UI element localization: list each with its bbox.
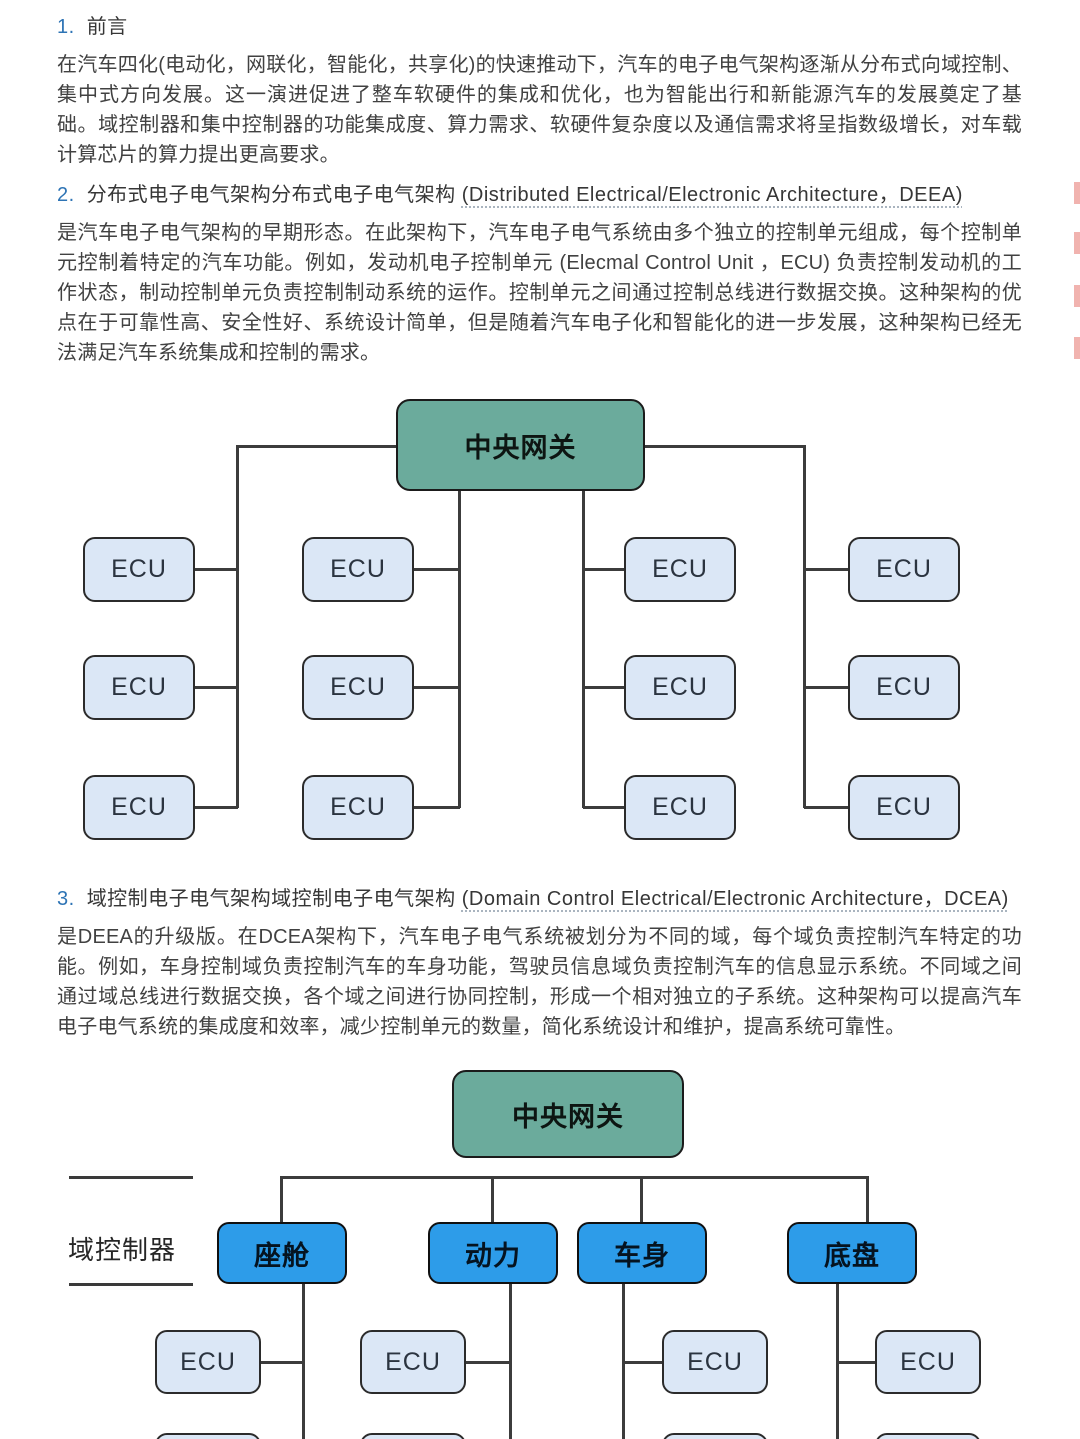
bus-line-column-2 (458, 489, 461, 808)
domain-controller-side-label: 域控制器 (68, 1235, 177, 1265)
side-label-rule-top (69, 1176, 193, 1179)
bus-line-power (509, 1283, 512, 1439)
ecu-box: ECU (624, 655, 736, 720)
section-2-title-en: (Distributed Electrical/Electronic Archi… (461, 184, 963, 206)
ecu-box: ECU (662, 1330, 768, 1394)
side-label-rule-bottom (69, 1283, 193, 1286)
ecu-box: ECU (624, 775, 736, 840)
connector-line (645, 445, 806, 448)
ecu-box: ECU (848, 655, 960, 720)
deea-topology-diagram: 中央网关 ECU ECU ECU ECU ECU ECU ECU ECU ECU… (0, 395, 1080, 860)
ecu-box: ECU (302, 655, 414, 720)
section-3-number: 3. (57, 888, 75, 910)
red-edge-mark (1074, 337, 1080, 359)
connector-line (280, 1176, 283, 1222)
section-1-number: 1. (57, 16, 75, 38)
connector-line (414, 568, 460, 571)
section-1-paragraph: 在汽车四化(电动化，网联化，智能化，共享化)的快速推动下，汽车的电子电气架构逐渐… (57, 54, 1022, 166)
section-1-heading: 1. 前言 (57, 0, 1022, 42)
ecu-box: ECU (155, 1330, 261, 1394)
ecu-box-partial (155, 1433, 261, 1439)
document-body-top: 1. 前言 在汽车四化(电动化，网联化，智能化，共享化)的快速推动下，汽车的电子电… (0, 0, 1080, 368)
connector-line (466, 1361, 509, 1364)
connector-line (414, 686, 460, 689)
domain-box-chassis: 底盘 (787, 1222, 917, 1284)
section-2-number: 2. (57, 184, 75, 206)
connector-line (583, 568, 624, 571)
ecu-box: ECU (83, 775, 195, 840)
connector-line (237, 445, 397, 448)
connector-line (804, 806, 848, 809)
connector-line (866, 1176, 869, 1222)
ecu-box: ECU (302, 775, 414, 840)
connector-line (414, 806, 460, 809)
section-3-title-cn: 域控制电子电气架构域控制电子电气架构 (86, 888, 456, 910)
connector-line (804, 568, 848, 571)
ecu-box: ECU (624, 537, 736, 602)
connector-line (491, 1176, 494, 1222)
connector-line (195, 806, 238, 809)
ecu-box: ECU (83, 537, 195, 602)
ecu-box: ECU (360, 1330, 466, 1394)
connector-line (624, 1361, 662, 1364)
bus-line-cockpit (302, 1283, 305, 1439)
dcea-topology-diagram: 域控制器 中央网关 座舱 动力 车身 底盘 ECU ECU ECU ECU (0, 1060, 1080, 1439)
ecu-box: ECU (848, 775, 960, 840)
section-2-title-cn: 分布式电子电气架构分布式电子电气架构 (86, 184, 456, 206)
section-3-heading: 3. 域控制电子电气架构域控制电子电气架构 (Domain Control Ele… (57, 884, 1022, 914)
bus-line-column-1 (236, 445, 239, 808)
section-2-paragraph: 是汽车电子电气架构的早期形态。在此架构下，汽车电子电气系统由多个独立的控制单元组… (57, 222, 1022, 364)
section-3-paragraph: 是DEEA的升级版。在DCEA架构下，汽车电子电气系统被划分为不同的域，每个域负… (57, 926, 1022, 1038)
domain-box-power: 动力 (428, 1222, 558, 1284)
ecu-box-partial (662, 1433, 768, 1439)
document-body-mid: 3. 域控制电子电气架构域控制电子电气架构 (Domain Control Ele… (0, 884, 1080, 1042)
red-edge-mark (1074, 232, 1080, 254)
bus-line-body (622, 1283, 625, 1439)
section-2-heading: 2. 分布式电子电气架构分布式电子电气架构 (Distributed Electr… (57, 180, 1022, 210)
ecu-box: ECU (83, 655, 195, 720)
domain-bus-line (280, 1176, 869, 1179)
central-gateway-box: 中央网关 (396, 399, 645, 491)
red-edge-mark (1074, 285, 1080, 307)
red-edge-mark (1074, 182, 1080, 204)
bus-line-chassis (836, 1283, 839, 1439)
domain-box-cockpit: 座舱 (217, 1222, 347, 1284)
connector-line (804, 686, 848, 689)
connector-line (261, 1361, 302, 1364)
ecu-box: ECU (875, 1330, 981, 1394)
domain-box-body: 车身 (577, 1222, 707, 1284)
connector-line (583, 806, 624, 809)
section-3-title-en: (Domain Control Electrical/Electronic Ar… (461, 888, 1009, 910)
central-gateway-box: 中央网关 (452, 1070, 684, 1158)
bus-line-column-3 (582, 489, 585, 808)
bus-line-column-4 (803, 445, 806, 808)
ecu-box: ECU (302, 537, 414, 602)
section-1-title: 前言 (86, 16, 128, 38)
connector-line (195, 686, 238, 689)
ecu-box-partial (360, 1433, 466, 1439)
ecu-box-partial (875, 1433, 981, 1439)
connector-line (640, 1176, 643, 1222)
connector-line (838, 1361, 875, 1364)
ecu-box: ECU (848, 537, 960, 602)
connector-line (583, 686, 624, 689)
connector-line (195, 568, 238, 571)
